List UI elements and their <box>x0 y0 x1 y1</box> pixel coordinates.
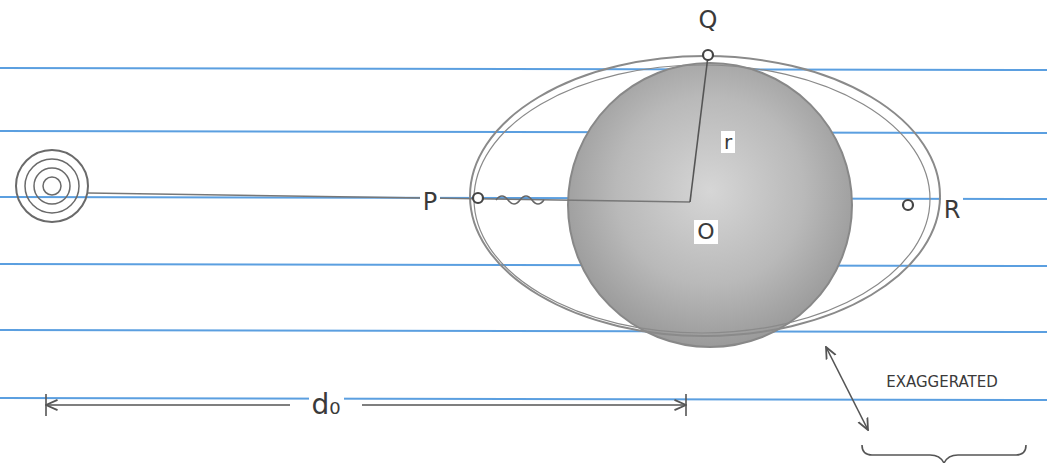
tidal-bulge <box>470 56 940 336</box>
point-label: P <box>420 189 440 215</box>
note-text: EXAGGERATED <box>883 374 1001 391</box>
squiggle-mark <box>496 196 544 204</box>
point-label: O <box>694 220 717 244</box>
brace <box>862 445 1026 463</box>
distance-dimension <box>46 394 686 416</box>
moon <box>16 150 88 222</box>
point-dot <box>473 50 913 210</box>
earth <box>568 63 852 347</box>
leader-arrow <box>826 347 868 430</box>
center-line <box>88 193 690 202</box>
notebook-rules <box>0 68 1047 400</box>
dimension-label: d₀ <box>309 390 344 421</box>
point-label: R <box>941 197 964 223</box>
point-label: r <box>721 131 735 153</box>
point-label: Q <box>696 7 721 33</box>
radius-line <box>690 56 708 202</box>
